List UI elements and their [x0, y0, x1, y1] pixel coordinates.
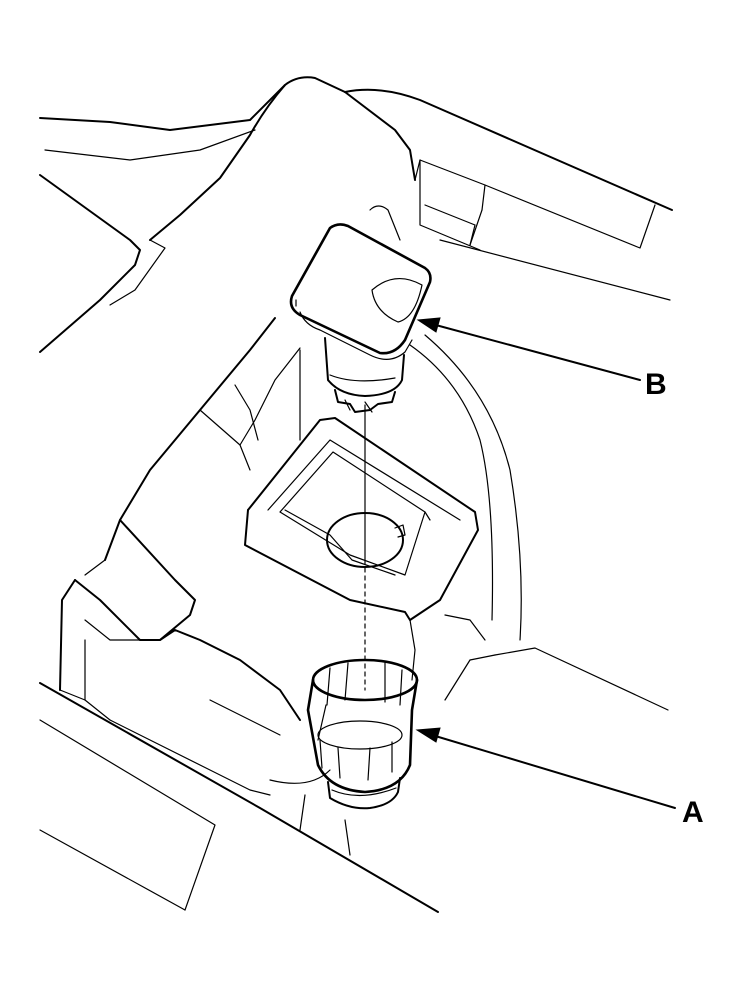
- arrowhead-a-icon: [415, 727, 441, 743]
- sleeve-nut-a: [306, 658, 419, 810]
- console-left-wall: [59, 317, 301, 721]
- arrowhead-b-icon: [416, 317, 441, 333]
- cap-b: [289, 223, 432, 413]
- callout-label-b: B: [645, 368, 667, 401]
- console-right-edge: [409, 334, 522, 641]
- leader-b: [416, 317, 641, 381]
- console-recess: [244, 417, 479, 621]
- leader-a: [415, 727, 676, 809]
- console-lower-body: [39, 619, 669, 913]
- console-upper-body: [39, 76, 673, 353]
- callout-label-a: A: [682, 796, 704, 829]
